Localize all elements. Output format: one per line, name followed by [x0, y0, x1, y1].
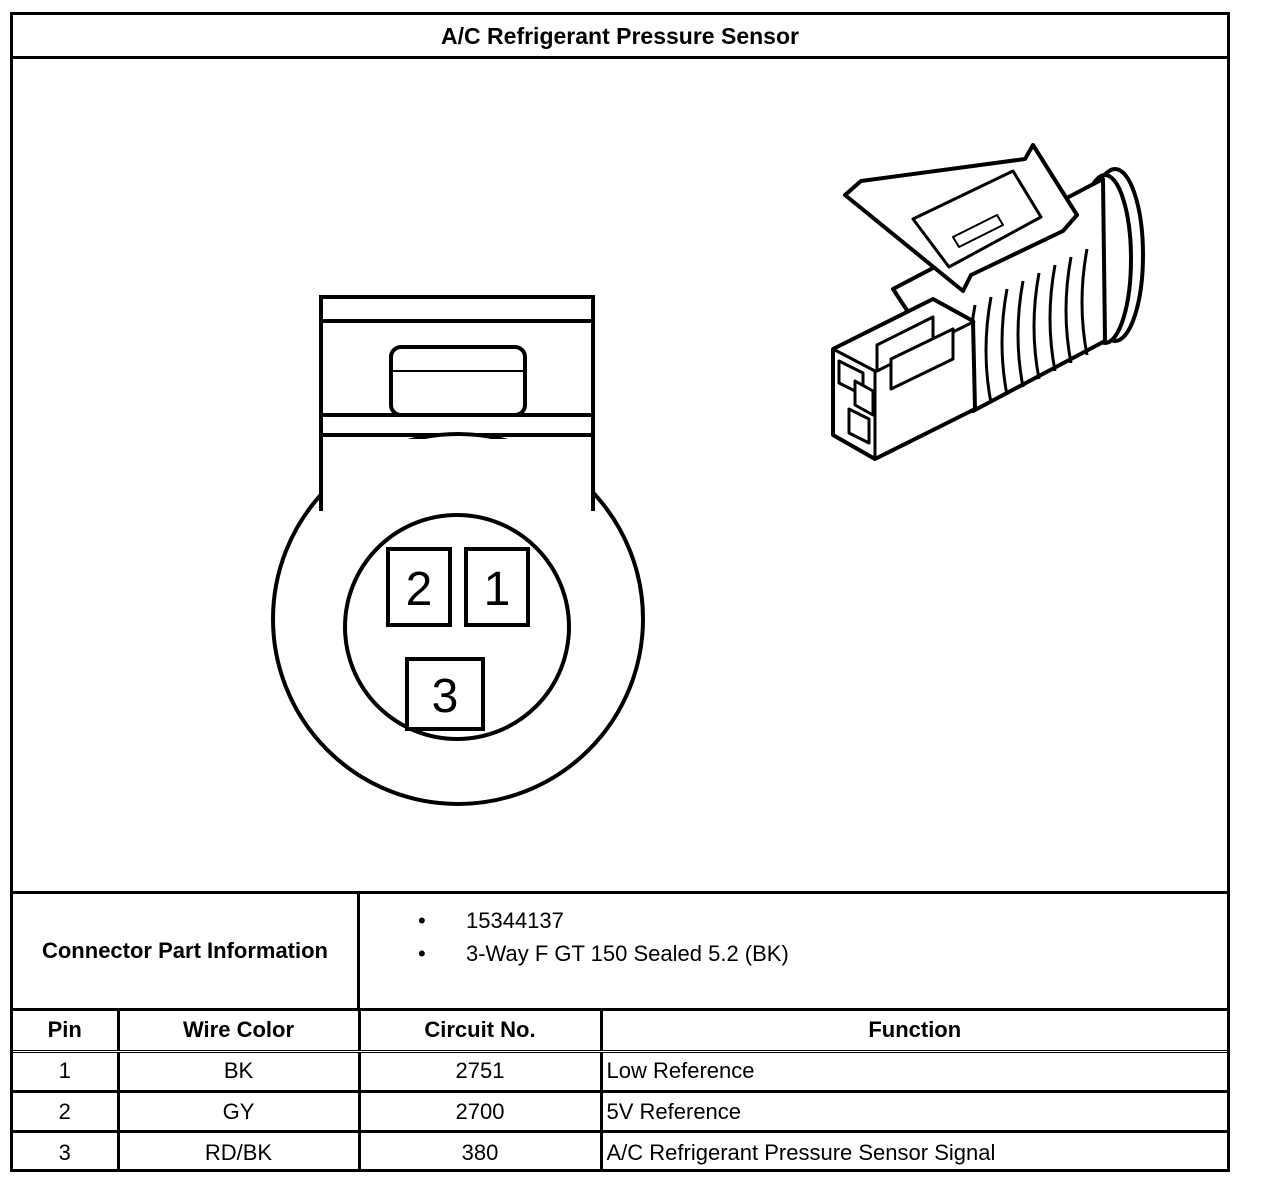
cell-circuit: 380	[357, 1130, 603, 1172]
pin-number-2: 2	[406, 563, 433, 616]
connector-part-info: Connector Part Information • 15344137 • …	[13, 891, 1227, 1011]
header-wire-color: Wire Color	[116, 1011, 361, 1053]
cell-function: Low Reference	[599, 1049, 1227, 1094]
part-info-item: • 3-Way F GT 150 Sealed 5.2 (BK)	[360, 937, 1227, 970]
rib-7	[1064, 256, 1073, 364]
cell-wire-color: BK	[116, 1049, 361, 1094]
pin-cavity-3	[405, 657, 485, 731]
connector-drawing-area: 2 1 3	[13, 59, 1227, 891]
cell-function: 5V Reference	[599, 1089, 1227, 1134]
connector-isometric-view	[831, 143, 1145, 461]
rib-3	[1000, 288, 1009, 396]
connector-sheet: A/C Refrigerant Pressure Sensor	[10, 12, 1230, 1172]
rib-5	[1032, 272, 1041, 380]
rib-4	[1016, 280, 1025, 388]
sheet-title: A/C Refrigerant Pressure Sensor	[13, 15, 1227, 59]
cell-wire-color: RD/BK	[116, 1130, 361, 1172]
header-function: Function	[599, 1011, 1227, 1053]
cell-circuit: 2700	[357, 1089, 603, 1134]
part-info-label: Connector Part Information	[13, 894, 360, 1008]
bullet-icon: •	[418, 908, 426, 933]
pin-table-header: Pin Wire Color Circuit No. Function	[13, 1011, 1227, 1053]
header-circuit: Circuit No.	[357, 1011, 603, 1053]
iso-cavity-b	[853, 379, 875, 417]
pin-table: Pin Wire Color Circuit No. Function 1 BK…	[13, 1011, 1227, 1172]
latch-window	[911, 169, 1043, 269]
bullet-icon: •	[418, 941, 426, 966]
cell-pin: 3	[13, 1130, 120, 1172]
table-row: 2 GY 2700 5V Reference	[13, 1089, 1227, 1134]
connector-description: 3-Way F GT 150 Sealed 5.2 (BK)	[466, 941, 789, 966]
rib-6	[1048, 264, 1057, 372]
cell-function: A/C Refrigerant Pressure Sensor Signal	[599, 1130, 1227, 1172]
iso-cavity-c	[847, 407, 871, 445]
cell-pin: 2	[13, 1089, 120, 1134]
pin-number-3: 3	[432, 670, 459, 723]
header-pin: Pin	[13, 1011, 120, 1053]
cell-wire-color: GY	[116, 1089, 361, 1134]
connector-face-view	[271, 295, 645, 806]
latch-slot	[952, 214, 1004, 248]
connector-drawing: 2 1 3	[271, 143, 1145, 806]
part-number: 15344137	[466, 908, 564, 933]
pin-cavity-2	[386, 547, 452, 627]
cell-pin: 1	[13, 1049, 120, 1094]
pin-number-1: 1	[484, 563, 511, 616]
part-info-item: • 15344137	[360, 904, 1227, 937]
latch-tab	[389, 345, 527, 417]
key-rib-lower	[889, 327, 955, 391]
table-row: 1 BK 2751 Low Reference	[13, 1049, 1227, 1094]
part-info-list: • 15344137 • 3-Way F GT 150 Sealed 5.2 (…	[360, 894, 1227, 1008]
body-mask	[323, 439, 591, 505]
pin-cavity-1	[464, 547, 530, 627]
table-row: 3 RD/BK 380 A/C Refrigerant Pressure Sen…	[13, 1130, 1227, 1172]
rib-2	[984, 296, 993, 404]
rib-8	[1080, 248, 1089, 356]
cell-circuit: 2751	[357, 1049, 603, 1094]
